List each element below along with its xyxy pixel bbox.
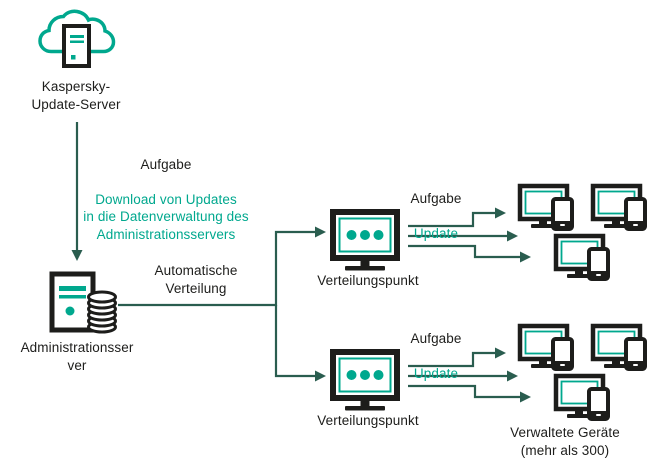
update-server-label: Kaspersky- Update-Server [31, 79, 121, 112]
update-task-top-title: Aufgabe [410, 190, 462, 206]
distribution-point-top-label: Verteilungspunkt [317, 273, 419, 288]
managed-device-icon [556, 376, 608, 419]
download-task-title: Aufgabe [140, 156, 192, 172]
update-task-top-subtitle: Update [413, 225, 459, 241]
update-task-bottom-annotation: Aufgabe Update [386, 312, 486, 400]
managed-devices-label: Verwaltete Geräte (mehr als 300) [510, 425, 620, 458]
server-database-icon [49, 271, 117, 334]
auto-distribution-label: Automatische Verteilung [154, 263, 238, 296]
connector-distribution-to-top-point [118, 226, 326, 307]
admin-server-label: Administrationsser ver [20, 340, 134, 373]
connector-distribution-to-bottom-point [274, 305, 326, 382]
managed-device-icon [520, 186, 572, 229]
connector-top-update-arrows [408, 207, 531, 263]
update-task-bottom-title: Aufgabe [410, 330, 462, 346]
managed-device-icon [556, 236, 608, 279]
download-task-annotation: Aufgabe Download von Updates in die Date… [46, 138, 286, 261]
distribution-point-bottom-label: Verteilungspunkt [317, 413, 419, 428]
update-task-top-annotation: Aufgabe Update [386, 172, 486, 260]
managed-device-icon [520, 326, 572, 369]
download-task-body: Download von Updates in die Datenverwalt… [83, 191, 249, 242]
managed-device-icon [593, 326, 645, 369]
connector-bottom-update-arrows [408, 347, 531, 403]
managed-device-icon [593, 186, 645, 229]
update-task-bottom-subtitle: Update [413, 365, 459, 381]
cloud-server-icon [38, 9, 116, 68]
